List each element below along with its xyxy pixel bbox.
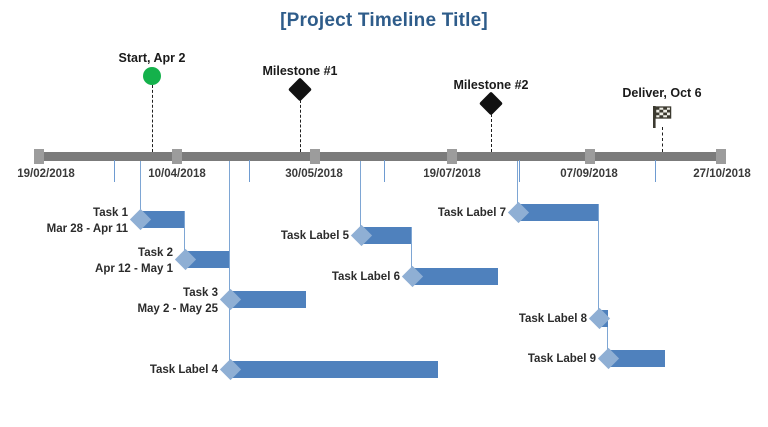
connector-to-task-5 <box>360 161 361 227</box>
task-label-6: Task Label 6 <box>331 271 400 283</box>
axis-cap-tick-4 <box>447 149 457 164</box>
milestone-label-2: Milestone #2 <box>453 78 529 92</box>
milestone-label-start: Start, Apr 2 <box>118 51 186 65</box>
task-bar-1[interactable] <box>140 211 184 228</box>
connector-task-1-to-2 <box>184 211 185 251</box>
timeline-axis <box>36 152 726 161</box>
task-bar-6[interactable] <box>412 268 498 285</box>
milestone-label-deliver: Deliver, Oct 6 <box>622 86 702 100</box>
axis-tick-label-2: 10/04/2018 <box>148 168 206 180</box>
task-bar-2[interactable] <box>185 251 229 268</box>
task-label-8: Task Label 8 <box>518 313 587 325</box>
page-title: [Project Timeline Title] <box>280 10 488 31</box>
task-dates-1: Mar 28 - Apr 11 <box>46 223 128 235</box>
task-bar-9[interactable] <box>608 350 665 367</box>
milestone-label-1: Milestone #1 <box>262 64 338 78</box>
task-label-1: Task 1 <box>93 207 128 219</box>
connector-task-3-to-4 <box>229 161 230 361</box>
axis-tick-label-4: 19/07/2018 <box>423 168 481 180</box>
axis-cap-tick-2 <box>172 149 182 164</box>
axis-tick-label-5: 07/09/2018 <box>560 168 618 180</box>
milestone-stem-2 <box>491 114 492 152</box>
milestone-stem-deliver <box>662 127 663 152</box>
gridline-5 <box>655 160 656 182</box>
milestone-marker-1-diamond-icon <box>287 77 313 102</box>
task-dates-2: Apr 12 - May 1 <box>95 263 173 275</box>
task-label-7: Task Label 7 <box>437 207 506 219</box>
connector-to-task-7 <box>517 161 518 204</box>
axis-cap-end <box>716 149 726 164</box>
axis-tick-label-3: 30/05/2018 <box>285 168 343 180</box>
connector-task-8-to-9 <box>607 310 608 350</box>
connector-task-5-to-6 <box>411 227 412 268</box>
task-bar-4[interactable] <box>230 361 438 378</box>
axis-tick-label-6: 27/10/2018 <box>693 168 751 180</box>
axis-cap-tick-3 <box>310 149 320 164</box>
milestone-stem-1 <box>300 100 301 152</box>
task-dates-3: May 2 - May 25 <box>137 303 218 315</box>
gridline-4 <box>519 160 520 182</box>
task-bar-7[interactable] <box>518 204 598 221</box>
task-label-2: Task 2 <box>138 247 173 259</box>
axis-cap-tick-5 <box>585 149 595 164</box>
axis-tick-label-1: 19/02/2018 <box>17 168 75 180</box>
connector-task-7-to-8 <box>598 204 599 310</box>
task-label-5: Task Label 5 <box>280 230 349 242</box>
milestone-marker-2-diamond-icon <box>478 91 504 116</box>
milestone-marker-start-circle-icon <box>143 67 161 85</box>
gridline-1 <box>114 160 115 182</box>
task-bar-5[interactable] <box>361 227 411 244</box>
gridline-3 <box>384 160 385 182</box>
task-label-3: Task 3 <box>183 287 218 299</box>
gridline-2 <box>249 160 250 182</box>
connector-to-task-1 <box>140 161 141 211</box>
axis-cap-start <box>34 149 44 164</box>
milestone-stem-start <box>152 85 153 152</box>
task-bar-3[interactable] <box>230 291 306 308</box>
task-label-4: Task Label 4 <box>149 364 218 376</box>
task-label-9: Task Label 9 <box>527 353 596 365</box>
milestone-marker-deliver-flag-icon <box>649 104 675 130</box>
